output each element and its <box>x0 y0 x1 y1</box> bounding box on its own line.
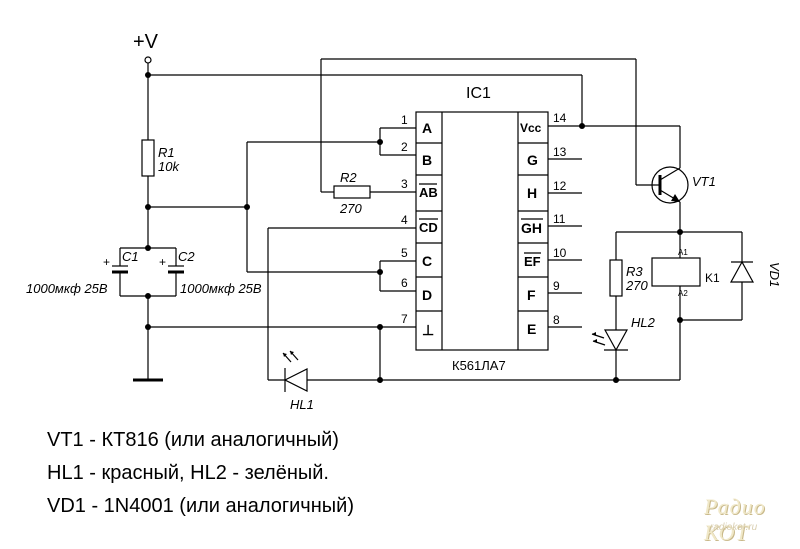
pin-num-13: 13 <box>553 145 567 159</box>
pin-num-9: 9 <box>553 279 560 293</box>
pin-name-h: H <box>527 185 537 201</box>
site-watermark-logo: Радио КОТ radiokot.ru <box>700 494 796 545</box>
relay-a1: A1 <box>678 248 688 257</box>
pin-name-c: C <box>422 253 432 269</box>
r3-resistor <box>609 259 623 297</box>
r2-resistor <box>333 185 371 199</box>
c1-plus: + <box>103 255 110 269</box>
pin-name-e: E <box>527 321 536 337</box>
pin-name-g: G <box>527 152 538 168</box>
c2-value: 1000мкф 25В <box>180 281 262 296</box>
supply-label: +V <box>133 31 159 53</box>
logo-main-text: Радио КОТ <box>704 494 766 545</box>
vt1-emitter-arrow <box>671 194 680 202</box>
ic-type: К561ЛА7 <box>452 358 506 373</box>
pin-num-6: 6 <box>401 276 408 290</box>
vt1-transistor <box>651 166 689 204</box>
hl2-label: HL2 <box>631 315 656 330</box>
pin-name-b: B <box>422 152 432 168</box>
pin-num-2: 2 <box>401 140 408 154</box>
pin-name-vcc: Vcc <box>520 121 542 135</box>
pin-name-ef: EF <box>524 254 541 269</box>
r1-resistor <box>141 139 155 177</box>
r2-value: 270 <box>339 201 362 216</box>
ic-name: IC1 <box>466 85 491 102</box>
pin-name-d: D <box>422 287 432 303</box>
pin-num-3: 3 <box>401 177 408 191</box>
pin-name-gh: GH <box>521 220 542 236</box>
vd1-label: VD1 <box>767 262 782 287</box>
note-vd1: VD1 - 1N4001 (или аналогичный) <box>47 495 354 517</box>
c1-name: C1 <box>122 249 139 264</box>
hl1-led <box>283 368 308 392</box>
r1-value: 10k <box>158 159 180 174</box>
hl2-led <box>603 329 629 352</box>
pin-num-8: 8 <box>553 313 560 327</box>
circuit-schematic: +V R1 10k + + C1 C2 1000мкф 25В 1000мкф … <box>26 31 782 412</box>
vd1-diode <box>729 260 755 283</box>
vt1-label: VT1 <box>692 174 716 189</box>
c2-plus: + <box>159 255 166 269</box>
logo-url-text: radiokot.ru <box>710 522 758 533</box>
pin-num-4: 4 <box>401 213 408 227</box>
pin-num-10: 10 <box>553 246 567 260</box>
note-leds: HL1 - красный, HL2 - зелёный. <box>47 462 329 484</box>
pin-name-a: A <box>422 120 432 136</box>
note-vt1: VT1 - КТ816 (или аналогичный) <box>47 429 339 451</box>
pin-name-f: F <box>527 287 536 303</box>
k1-relay-coil <box>651 257 701 287</box>
c2-name: C2 <box>178 249 195 264</box>
pin-num-7: 7 <box>401 312 408 326</box>
pin-num-1: 1 <box>401 113 408 127</box>
r3-name: R3 <box>626 264 643 279</box>
component-notes: VT1 - КТ816 (или аналогичный) HL1 - крас… <box>47 424 354 523</box>
pin-name-ab: AB <box>419 185 438 200</box>
r3-value: 270 <box>625 278 648 293</box>
ic1-right-pins: Vcc G H GH EF F E 14 13 12 11 10 9 8 <box>518 111 567 337</box>
r1-name: R1 <box>158 145 175 160</box>
relay-a2: A2 <box>678 289 688 298</box>
hl1-label: HL1 <box>290 397 314 412</box>
supply-terminal <box>144 56 152 64</box>
pin-num-11: 11 <box>553 212 566 226</box>
k1-label: K1 <box>705 271 720 285</box>
pin-name-gnd: ⊥ <box>422 322 434 338</box>
pin-num-12: 12 <box>553 179 567 193</box>
pin-num-14: 14 <box>553 111 567 125</box>
c1-value: 1000мкф 25В <box>26 281 108 296</box>
pin-name-cd: CD <box>419 220 438 235</box>
r2-name: R2 <box>340 170 357 185</box>
pin-num-5: 5 <box>401 246 408 260</box>
ic1-body <box>415 111 549 351</box>
ic1-left-pins: A B AB CD C D ⊥ 1 2 3 4 5 6 7 <box>401 113 442 338</box>
